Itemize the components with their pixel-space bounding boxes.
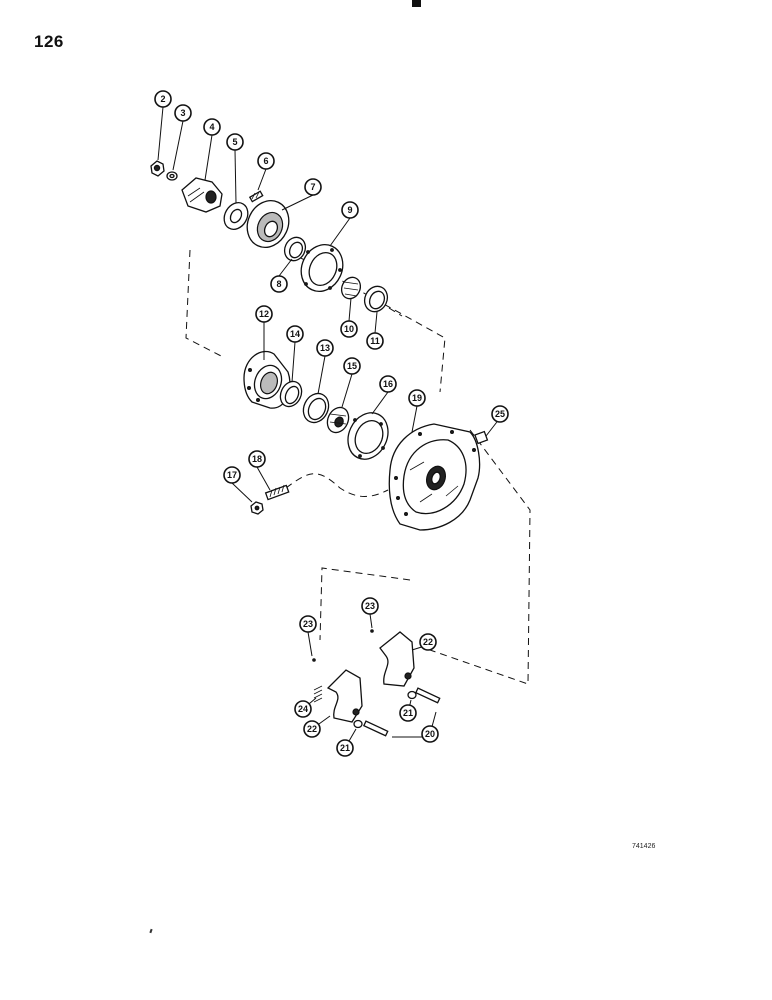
svg-text:18: 18 bbox=[252, 454, 262, 464]
svg-text:25: 25 bbox=[495, 409, 505, 419]
washer-part bbox=[166, 171, 178, 181]
bearing-cap-lower-part bbox=[326, 669, 363, 723]
callout-15: 15 bbox=[343, 357, 361, 375]
svg-text:23: 23 bbox=[365, 601, 375, 611]
seal-part bbox=[283, 236, 307, 262]
svg-text:2: 2 bbox=[160, 94, 165, 104]
callout-21-lower: 21 bbox=[336, 739, 354, 757]
callout-23-upper: 23 bbox=[361, 597, 379, 615]
group-outline-lower bbox=[319, 429, 531, 685]
callout-22-lower: 22 bbox=[303, 720, 321, 738]
bearing-cup-outer-part bbox=[302, 392, 330, 424]
callout-24: 24 bbox=[294, 700, 312, 718]
callout-7: 7 bbox=[304, 178, 322, 196]
svg-text:22: 22 bbox=[307, 724, 317, 734]
callout-12: 12 bbox=[255, 305, 273, 323]
adjuster-spring-part bbox=[313, 685, 323, 703]
callout-22-upper: 22 bbox=[419, 633, 437, 651]
stud-guide-line bbox=[285, 473, 389, 497]
shim-gasket-part bbox=[300, 244, 344, 292]
callout-18: 18 bbox=[248, 450, 266, 468]
svg-text:9: 9 bbox=[347, 205, 352, 215]
leader-lines bbox=[157, 106, 501, 749]
svg-text:11: 11 bbox=[370, 336, 380, 346]
nut-part bbox=[150, 160, 165, 177]
callout-14: 14 bbox=[286, 325, 304, 343]
callout-9: 9 bbox=[341, 201, 359, 219]
callout-5: 5 bbox=[226, 133, 244, 151]
bearing-cup-inner-part bbox=[279, 380, 303, 408]
callout-20: 20 bbox=[421, 725, 439, 743]
svg-text:16: 16 bbox=[383, 379, 393, 389]
svg-text:19: 19 bbox=[412, 393, 422, 403]
seal-retainer-part bbox=[246, 200, 290, 248]
bearing-cap-upper-part bbox=[379, 631, 415, 687]
set-pin-part bbox=[312, 658, 316, 662]
callout-16: 16 bbox=[379, 375, 397, 393]
dust-shield-part bbox=[223, 202, 249, 230]
callout-11: 11 bbox=[366, 332, 384, 350]
svg-text:8: 8 bbox=[276, 279, 281, 289]
callout-19: 19 bbox=[408, 389, 426, 407]
stud-nut-part bbox=[250, 501, 264, 515]
lock-washer-part bbox=[407, 690, 417, 700]
svg-text:15: 15 bbox=[347, 361, 357, 371]
svg-text:21: 21 bbox=[340, 743, 350, 753]
svg-text:13: 13 bbox=[320, 343, 330, 353]
callout-8: 8 bbox=[270, 275, 288, 293]
svg-text:10: 10 bbox=[344, 324, 354, 334]
gasket-part bbox=[347, 412, 389, 460]
differential-housing-part bbox=[388, 423, 481, 531]
callout-4: 4 bbox=[203, 118, 221, 136]
page-number: 126 bbox=[34, 32, 64, 51]
svg-text:14: 14 bbox=[290, 329, 300, 339]
callout-21-upper: 21 bbox=[399, 704, 417, 722]
pin-part bbox=[248, 190, 264, 203]
stud-part bbox=[264, 484, 290, 501]
svg-text:12: 12 bbox=[259, 309, 269, 319]
bearing-cone-lower-part bbox=[326, 406, 350, 434]
lock-washer-part bbox=[353, 719, 363, 729]
callout-2: 2 bbox=[154, 90, 172, 108]
callout-25: 25 bbox=[491, 405, 509, 423]
cap-bolt-part bbox=[362, 687, 441, 737]
callout-13: 13 bbox=[316, 339, 334, 357]
svg-text:17: 17 bbox=[227, 470, 237, 480]
group-outline-upper bbox=[185, 249, 446, 393]
top-edge-mark bbox=[412, 0, 421, 7]
bearing-cup-part bbox=[363, 285, 389, 313]
callout-10: 10 bbox=[340, 320, 358, 338]
callout-23-lower: 23 bbox=[299, 615, 317, 633]
callout-17: 17 bbox=[223, 466, 241, 484]
svg-text:22: 22 bbox=[423, 637, 433, 647]
svg-text:23: 23 bbox=[303, 619, 313, 629]
svg-text:7: 7 bbox=[310, 182, 315, 192]
svg-text:20: 20 bbox=[425, 729, 435, 739]
svg-text:3: 3 bbox=[180, 108, 185, 118]
svg-text:4: 4 bbox=[209, 122, 214, 132]
svg-text:21: 21 bbox=[403, 708, 413, 718]
svg-text:24: 24 bbox=[298, 704, 308, 714]
bearing-cone-part bbox=[340, 276, 362, 300]
callout-3: 3 bbox=[174, 104, 192, 122]
drawing-id: 741426 bbox=[632, 843, 656, 850]
callout-6: 6 bbox=[257, 152, 275, 170]
svg-text:5: 5 bbox=[232, 137, 237, 147]
plug-part bbox=[474, 430, 489, 445]
yoke-flange-part bbox=[181, 177, 223, 213]
set-pin-part bbox=[370, 629, 374, 633]
svg-text:6: 6 bbox=[263, 156, 268, 166]
